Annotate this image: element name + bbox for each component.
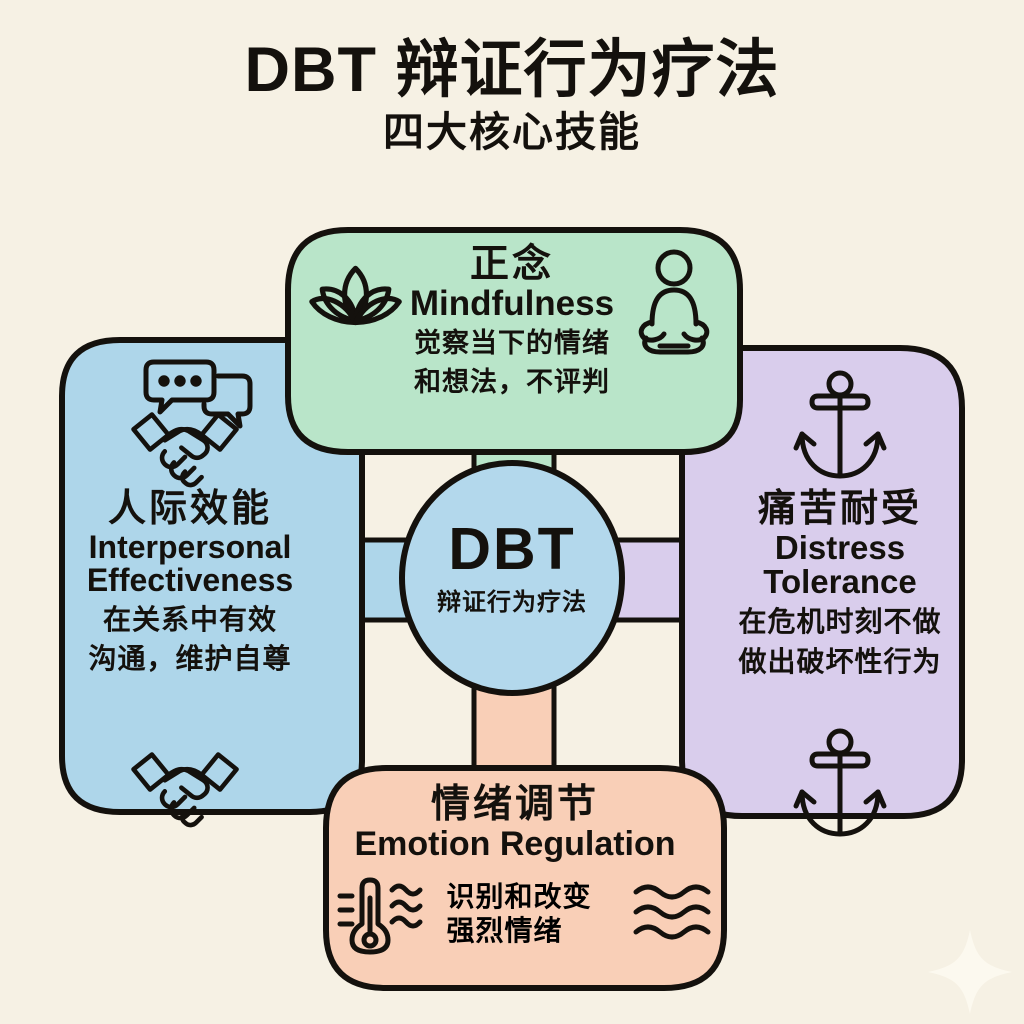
interpersonal-en-line1: Interpersonal [88,528,292,565]
node-text-emotion: 情绪调节 Emotion Regulation [300,783,730,862]
distress-cn-title: 痛苦耐受 [757,488,922,530]
page-subtitle: 四大核心技能 [383,109,641,156]
mindfulness-desc-line2: 和想法，不评判 [414,366,610,397]
anchor-icon [793,728,887,837]
poster-header: DBT 辩证行为疗法 四大核心技能 [0,36,1024,155]
waves-icon [633,884,711,940]
center-hub-text: DBT 辩证行为疗法 [387,520,637,617]
interpersonal-cn-title: 人际效能 [107,488,272,530]
center-abbr: DBT [448,516,576,582]
thermometer-icon [337,877,391,955]
distress-desc-line1: 在危机时刻不做 [738,605,942,637]
interpersonal-desc-line1: 在关系中有效 [102,603,277,635]
speech-bubbles-icon [143,359,253,429]
mindfulness-en-title: Mindfulness [409,283,615,323]
node-box-mindfulness[interactable] [285,227,743,455]
handshake-icon [131,412,239,488]
heat-waves-icon [389,883,423,929]
emotion-desc-line2: 强烈情绪 [446,914,563,946]
mindfulness-desc-line1: 觉察当下的情绪 [414,328,610,359]
interpersonal-en-line2: Effectiveness [86,562,294,599]
mindfulness-cn-title: 正念 [469,243,554,286]
center-cn-name: 辩证行为疗法 [437,589,587,616]
emotion-cn-title: 情绪调节 [430,783,599,826]
meditation-figure-icon [638,249,710,355]
distress-en-line1: Distress [774,528,906,566]
center-hub-circle[interactable] [399,460,625,696]
page-title: DBT 辩证行为疗法 [244,35,780,105]
emotion-desc-row: 识别和改变 强烈情绪 [300,880,730,947]
anchor-icon [793,370,887,479]
emotion-en-title: Emotion Regulation [354,824,676,863]
node-text-distress: 痛苦耐受 Distress Tolerance 在危机时刻不做 做出破坏性行为 [690,488,990,679]
emotion-desc-line1: 识别和改变 [446,881,592,912]
handshake-icon [131,752,239,828]
distress-en-line2: Tolerance [763,563,917,601]
lotus-icon [309,265,402,326]
distress-desc-line2: 做出破坏性行为 [738,645,942,677]
interpersonal-desc-line2: 沟通，维护自尊 [88,643,292,675]
node-text-interpersonal: 人际效能 Interpersonal Effectiveness 在关系中有效 … [40,488,340,677]
node-box-emotion[interactable] [323,765,727,991]
sparkle-icon [928,930,1012,1014]
node-text-mindfulness: 正念 Mindfulness 觉察当下的情绪 和想法，不评判 [282,243,742,399]
